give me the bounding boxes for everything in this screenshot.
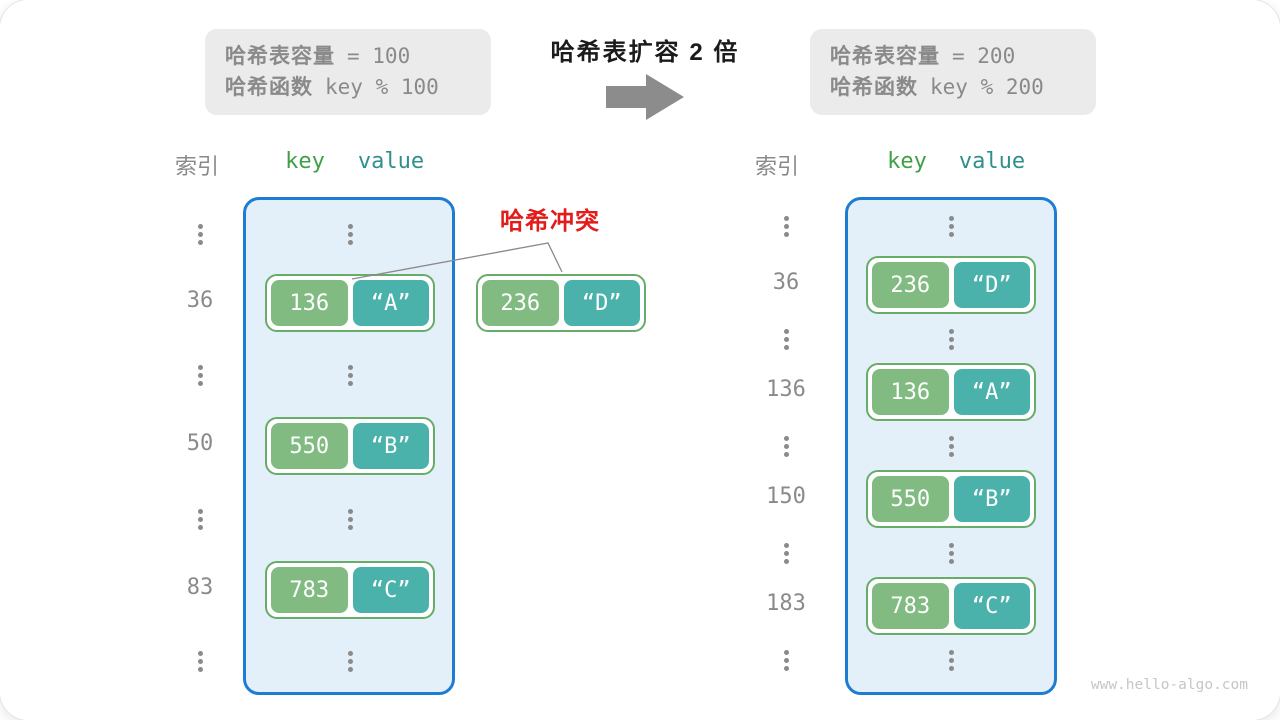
value-cell: “D” bbox=[563, 280, 640, 326]
watermark: www.hello-algo.com bbox=[1090, 677, 1248, 693]
index-column-header: 索引 bbox=[754, 154, 799, 179]
key-column-header: key bbox=[285, 149, 325, 174]
vertical-ellipsis-icon bbox=[348, 224, 353, 245]
value-cell: “A” bbox=[352, 280, 429, 326]
vertical-ellipsis-icon bbox=[784, 436, 789, 457]
key-cell: 136 bbox=[872, 369, 949, 415]
capacity-line: 哈希表容量 = 100 bbox=[225, 44, 491, 69]
kv-pair: 550 “B” bbox=[265, 417, 435, 475]
key-cell: 136 bbox=[271, 280, 348, 326]
value-cell: “B” bbox=[352, 423, 429, 469]
key-cell: 783 bbox=[872, 583, 949, 629]
value-cell: “D” bbox=[953, 262, 1030, 308]
vertical-ellipsis-icon bbox=[348, 509, 353, 530]
index-label: 50 bbox=[186, 431, 214, 456]
kv-pair: 783 “C” bbox=[265, 561, 435, 619]
capacity-label: 哈希表容量 bbox=[830, 44, 940, 68]
capacity-value: = 200 bbox=[952, 43, 1016, 68]
key-cell: 236 bbox=[482, 280, 559, 326]
hash-function-line: 哈希函数 key % 100 bbox=[225, 75, 491, 100]
hash-function-expr: key % 200 bbox=[930, 75, 1044, 99]
index-label: 136 bbox=[766, 377, 806, 402]
vertical-ellipsis-icon bbox=[784, 543, 789, 564]
index-label: 36 bbox=[186, 288, 214, 313]
kv-pair-collision: 236 “D” bbox=[476, 274, 646, 332]
index-label: 36 bbox=[772, 270, 800, 295]
hash-function-label: 哈希函数 bbox=[830, 76, 918, 99]
vertical-ellipsis-icon bbox=[784, 216, 789, 237]
vertical-ellipsis-icon bbox=[949, 543, 954, 564]
vertical-ellipsis-icon bbox=[784, 329, 789, 350]
index-label: 183 bbox=[766, 591, 806, 616]
kv-pair: 236 “D” bbox=[866, 256, 1036, 314]
kv-pair: 136 “A” bbox=[265, 274, 435, 332]
hash-function-label: 哈希函数 bbox=[225, 76, 313, 99]
key-cell: 236 bbox=[872, 262, 949, 308]
kv-pair: 550 “B” bbox=[866, 470, 1036, 528]
vertical-ellipsis-icon bbox=[949, 329, 954, 350]
collision-label: 哈希冲突 bbox=[500, 208, 600, 235]
vertical-ellipsis-icon bbox=[348, 365, 353, 386]
key-cell: 550 bbox=[872, 476, 949, 522]
capacity-info-box-before: 哈希表容量 = 100 哈希函数 key % 100 bbox=[205, 29, 491, 115]
vertical-ellipsis-icon bbox=[949, 216, 954, 237]
value-cell: “A” bbox=[953, 369, 1030, 415]
capacity-line: 哈希表容量 = 200 bbox=[830, 44, 1096, 69]
capacity-label: 哈希表容量 bbox=[225, 44, 335, 68]
value-cell: “C” bbox=[953, 583, 1030, 629]
value-cell: “B” bbox=[953, 476, 1030, 522]
vertical-ellipsis-icon bbox=[784, 650, 789, 671]
vertical-ellipsis-icon bbox=[949, 436, 954, 457]
kv-pair: 136 “A” bbox=[866, 363, 1036, 421]
value-column-header: value bbox=[958, 149, 1026, 174]
hash-function-expr: key % 100 bbox=[325, 75, 439, 99]
value-cell: “C” bbox=[352, 567, 429, 613]
hash-function-line: 哈希函数 key % 200 bbox=[830, 75, 1096, 100]
vertical-ellipsis-icon bbox=[198, 509, 203, 530]
expansion-title: 哈希表扩容 2 倍 bbox=[550, 39, 740, 66]
index-label: 83 bbox=[186, 575, 214, 600]
vertical-ellipsis-icon bbox=[198, 224, 203, 245]
capacity-info-box-after: 哈希表容量 = 200 哈希函数 key % 200 bbox=[810, 29, 1096, 115]
index-label: 150 bbox=[766, 484, 806, 509]
capacity-value: = 100 bbox=[347, 43, 411, 68]
vertical-ellipsis-icon bbox=[949, 650, 954, 671]
vertical-ellipsis-icon bbox=[198, 365, 203, 386]
index-column-header: 索引 bbox=[174, 154, 219, 179]
vertical-ellipsis-icon bbox=[198, 651, 203, 672]
arrow-right-icon bbox=[606, 74, 684, 120]
key-cell: 783 bbox=[271, 567, 348, 613]
vertical-ellipsis-icon bbox=[348, 651, 353, 672]
value-column-header: value bbox=[357, 149, 425, 174]
key-cell: 550 bbox=[271, 423, 348, 469]
kv-pair: 783 “C” bbox=[866, 577, 1036, 635]
key-column-header: key bbox=[887, 149, 927, 174]
